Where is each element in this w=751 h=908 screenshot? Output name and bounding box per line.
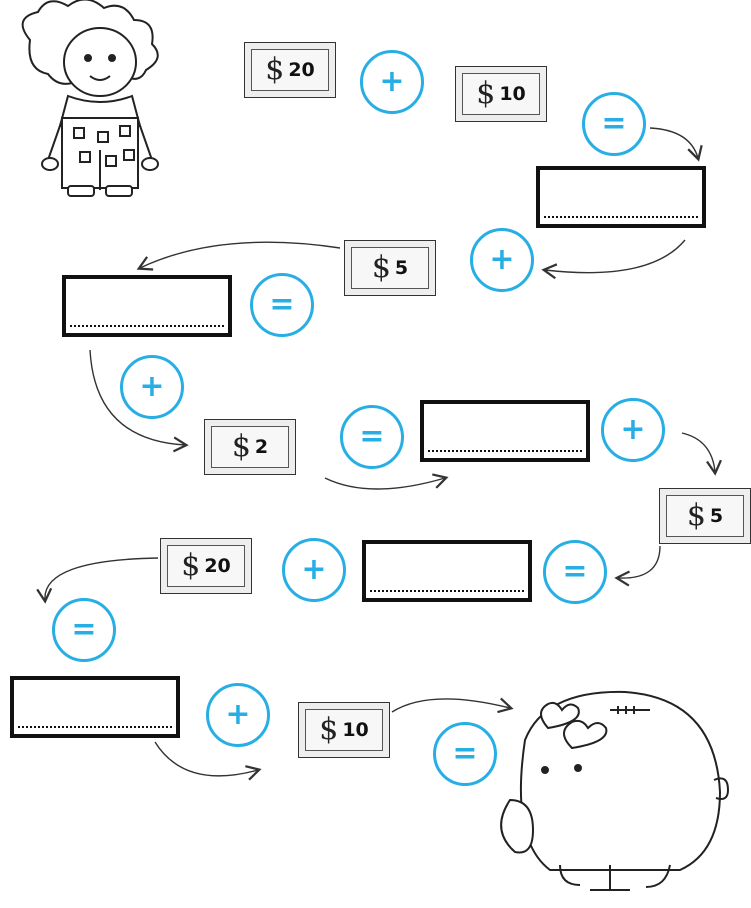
arrow	[154, 741, 262, 781]
plus-circle: +	[601, 398, 665, 462]
plus-circle: +	[120, 355, 184, 419]
arrow	[391, 697, 514, 714]
bill-20: $20	[160, 538, 252, 594]
arrow	[614, 545, 661, 587]
answer-line	[370, 590, 524, 592]
equals-circle: =	[582, 92, 646, 156]
arrow	[681, 432, 722, 476]
plus-circle: +	[206, 683, 270, 747]
answer-box[interactable]	[62, 275, 232, 337]
equals-circle: =	[433, 722, 497, 786]
arrow	[541, 239, 686, 280]
plus-circle: +	[470, 228, 534, 292]
bill-10: $10	[455, 66, 547, 122]
answer-line	[18, 726, 172, 728]
answer-box[interactable]	[362, 540, 532, 602]
answer-box[interactable]	[536, 166, 706, 228]
plus-circle: +	[282, 538, 346, 602]
answer-box[interactable]	[420, 400, 590, 462]
plus-circle: +	[360, 50, 424, 114]
equals-circle: =	[250, 273, 314, 337]
bill-2: $2	[204, 419, 296, 475]
answer-box[interactable]	[10, 676, 180, 738]
arrow	[649, 127, 703, 162]
equals-circle: =	[52, 598, 116, 662]
bill-20: $20	[244, 42, 336, 98]
arrow	[89, 349, 189, 453]
arrow	[324, 473, 449, 490]
answer-line	[70, 325, 224, 327]
equals-circle: =	[543, 540, 607, 604]
bill-5: $5	[344, 240, 436, 296]
equals-circle: =	[340, 405, 404, 469]
arrow	[136, 241, 341, 271]
bill-10: $10	[298, 702, 390, 758]
bill-5: $5	[659, 488, 751, 544]
answer-line	[428, 450, 582, 452]
arrow	[36, 557, 159, 604]
answer-line	[544, 216, 698, 218]
